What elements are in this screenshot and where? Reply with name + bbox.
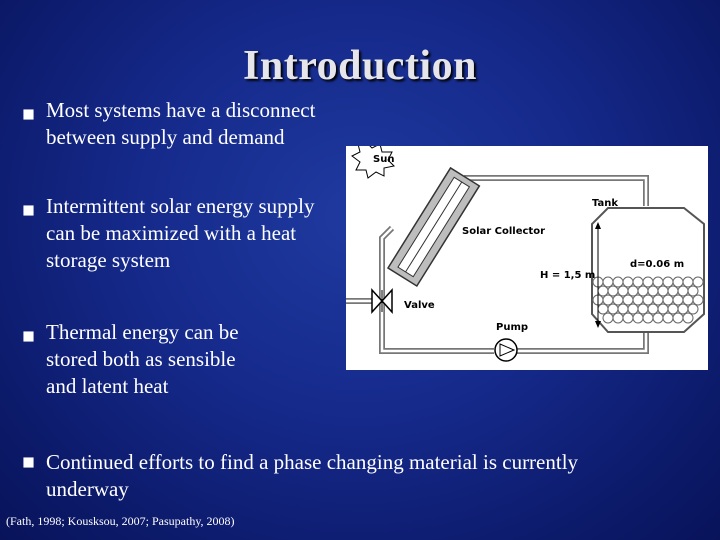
sun-icon: Sun <box>351 146 396 179</box>
bullet-marker <box>23 457 34 468</box>
height-label: H = 1,5 m <box>540 270 595 281</box>
bullet-line: and latent heat <box>46 374 169 398</box>
solar-storage-diagram: Sun Solar Collector Tank d=0. <box>346 146 708 370</box>
bullet-text: Thermal energy can be stored both as sen… <box>46 319 239 400</box>
valve-label: Valve <box>404 300 435 311</box>
bullet-line: Thermal energy can be <box>46 320 239 344</box>
pump-icon <box>494 338 518 362</box>
bullet-line: Most systems have a disconnect <box>46 98 316 122</box>
bullet-line: can be maximized with a heat <box>46 221 297 245</box>
solar-collector-icon <box>386 166 481 288</box>
bullet-line: Intermittent solar energy supply <box>46 194 315 218</box>
diameter-label: d=0.06 m <box>630 259 684 270</box>
bullet-text: Intermittent solar energy supply can be … <box>46 193 314 274</box>
bullet-line: Continued efforts to find a phase changi… <box>46 450 579 474</box>
valve-icon <box>371 288 393 314</box>
bullet-marker <box>23 109 34 120</box>
citation: (Fath, 1998; Kousksou, 2007; Pasupathy, … <box>6 514 235 528</box>
tank-icon <box>591 207 705 333</box>
slide-title: Introduction <box>243 43 477 89</box>
tank-label: Tank <box>592 198 618 209</box>
bullet-marker <box>23 205 34 216</box>
bullet-marker <box>23 331 34 342</box>
bullet-line: between supply and demand <box>46 125 285 149</box>
pump-label: Pump <box>496 322 528 333</box>
solar-collector-label: Solar Collector <box>462 226 545 237</box>
bullet-line: underway <box>46 477 129 501</box>
bullet-text: Most systems have a disconnect between s… <box>46 97 315 151</box>
sun-label: Sun <box>373 154 394 165</box>
bullet-text: Continued efforts to find a phase changi… <box>46 449 578 503</box>
bullet-line: stored both as sensible <box>46 347 236 371</box>
bullet-line: storage system <box>46 248 171 272</box>
